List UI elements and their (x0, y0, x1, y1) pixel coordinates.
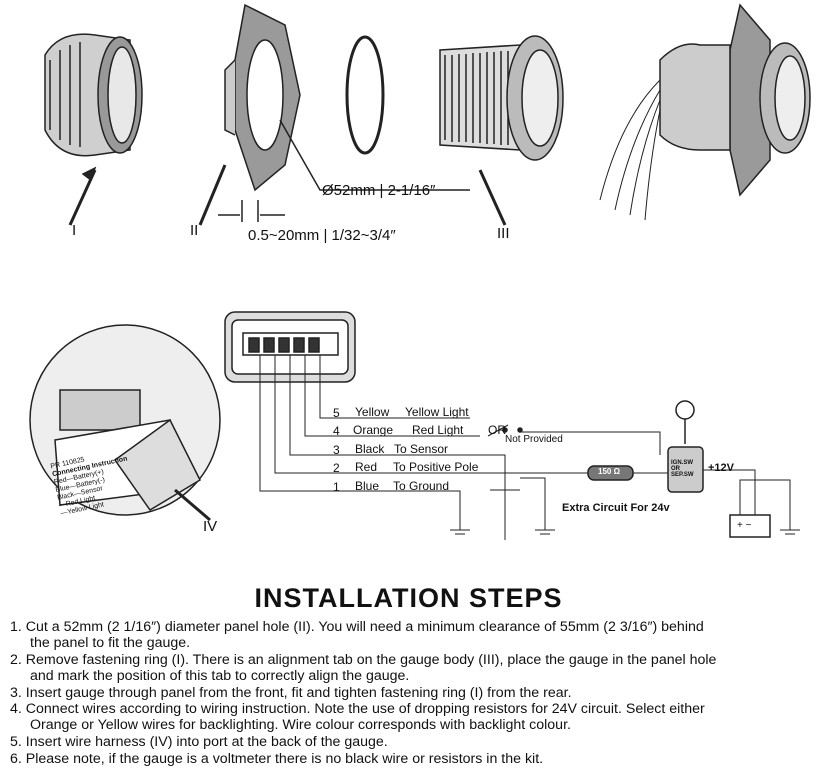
resistor-label: 150 Ω (598, 467, 620, 476)
ign-text: IGN.SW (671, 460, 693, 466)
wire-use: Yellow Light (405, 405, 469, 419)
fastening-ring-drawing (44, 33, 143, 226)
pin: 1 (333, 480, 340, 494)
gauge-body-drawing (439, 35, 564, 226)
step-text: 4. Connect wires according to wiring ins… (10, 701, 705, 717)
step-text: Orange or Yellow wires for backlighting.… (30, 717, 571, 733)
wire-use: Red Light (412, 423, 464, 437)
ignition-switch (667, 446, 704, 493)
plug-connector (224, 311, 356, 383)
or-label: OR (488, 423, 506, 437)
installed-gauge-drawing (599, 3, 811, 221)
wire-color: Yellow (355, 405, 390, 419)
hole-size: Ø52mm | 2-1/16″ (322, 182, 436, 199)
wire-use: To Positive Pole (393, 460, 479, 474)
step-text: 2. Remove fastening ring (I). There is a… (10, 652, 717, 668)
label-harness: IV (203, 518, 218, 535)
label-ring: I (72, 222, 77, 239)
wires (259, 355, 800, 540)
step-4: 4. Connect wires according to wiring ins… (10, 701, 705, 733)
label-gauge: III (497, 225, 510, 242)
step-text: 6. Please note, if the gauge is a voltme… (10, 751, 544, 767)
pin: 3 (333, 443, 340, 457)
page-title: INSTALLATION STEPS (254, 583, 563, 613)
wire-use: To Sensor (394, 442, 449, 456)
o-ring-drawing (345, 35, 385, 155)
step-2: 2. Remove fastening ring (I). There is a… (10, 652, 716, 684)
wire-color: Blue (355, 479, 380, 493)
wire-color: Black (355, 442, 385, 456)
resistor (587, 465, 634, 481)
pin: 5 (333, 406, 340, 420)
key-icon (675, 400, 695, 420)
not-provided-label: Not Provided (505, 434, 563, 445)
step-1: 1. Cut a 52mm (2 1/16″) diameter panel h… (10, 619, 704, 651)
step-text: 5. Insert wire harness (IV) into port at… (10, 734, 388, 750)
battery-terminals: + − (737, 520, 752, 531)
connector-inset (29, 324, 221, 522)
step-text: 1. Cut a 52mm (2 1/16″) diameter panel h… (10, 619, 704, 635)
installation-diagram (29, 3, 811, 540)
wire-color: Orange (353, 423, 394, 437)
voltage-label: +12V (708, 462, 734, 474)
wire-use: To Ground (393, 479, 450, 493)
step-text: the panel to fit the gauge. (30, 635, 191, 651)
ign-text: SEP.SW (671, 472, 694, 478)
label-panel: II (190, 222, 199, 239)
step-text: 3. Insert gauge through panel from the f… (10, 685, 572, 701)
wire-color: Red (355, 460, 378, 474)
battery-icon (729, 514, 771, 538)
step-3: 3. Insert gauge through panel from the f… (10, 685, 572, 701)
pin: 2 (333, 461, 340, 475)
ign-text: OR (671, 466, 680, 472)
extra-circuit-label: Extra Circuit For 24v (562, 502, 670, 514)
step-6: 6. Please note, if the gauge is a voltme… (10, 751, 543, 767)
step-text: and mark the position of this tab to cor… (30, 668, 410, 684)
panel-thickness: 0.5~20mm | 1/32~3/4″ (248, 227, 396, 244)
step-5: 5. Insert wire harness (IV) into port at… (10, 734, 388, 750)
panel-drawing (198, 3, 470, 226)
pin: 4 (333, 424, 340, 438)
